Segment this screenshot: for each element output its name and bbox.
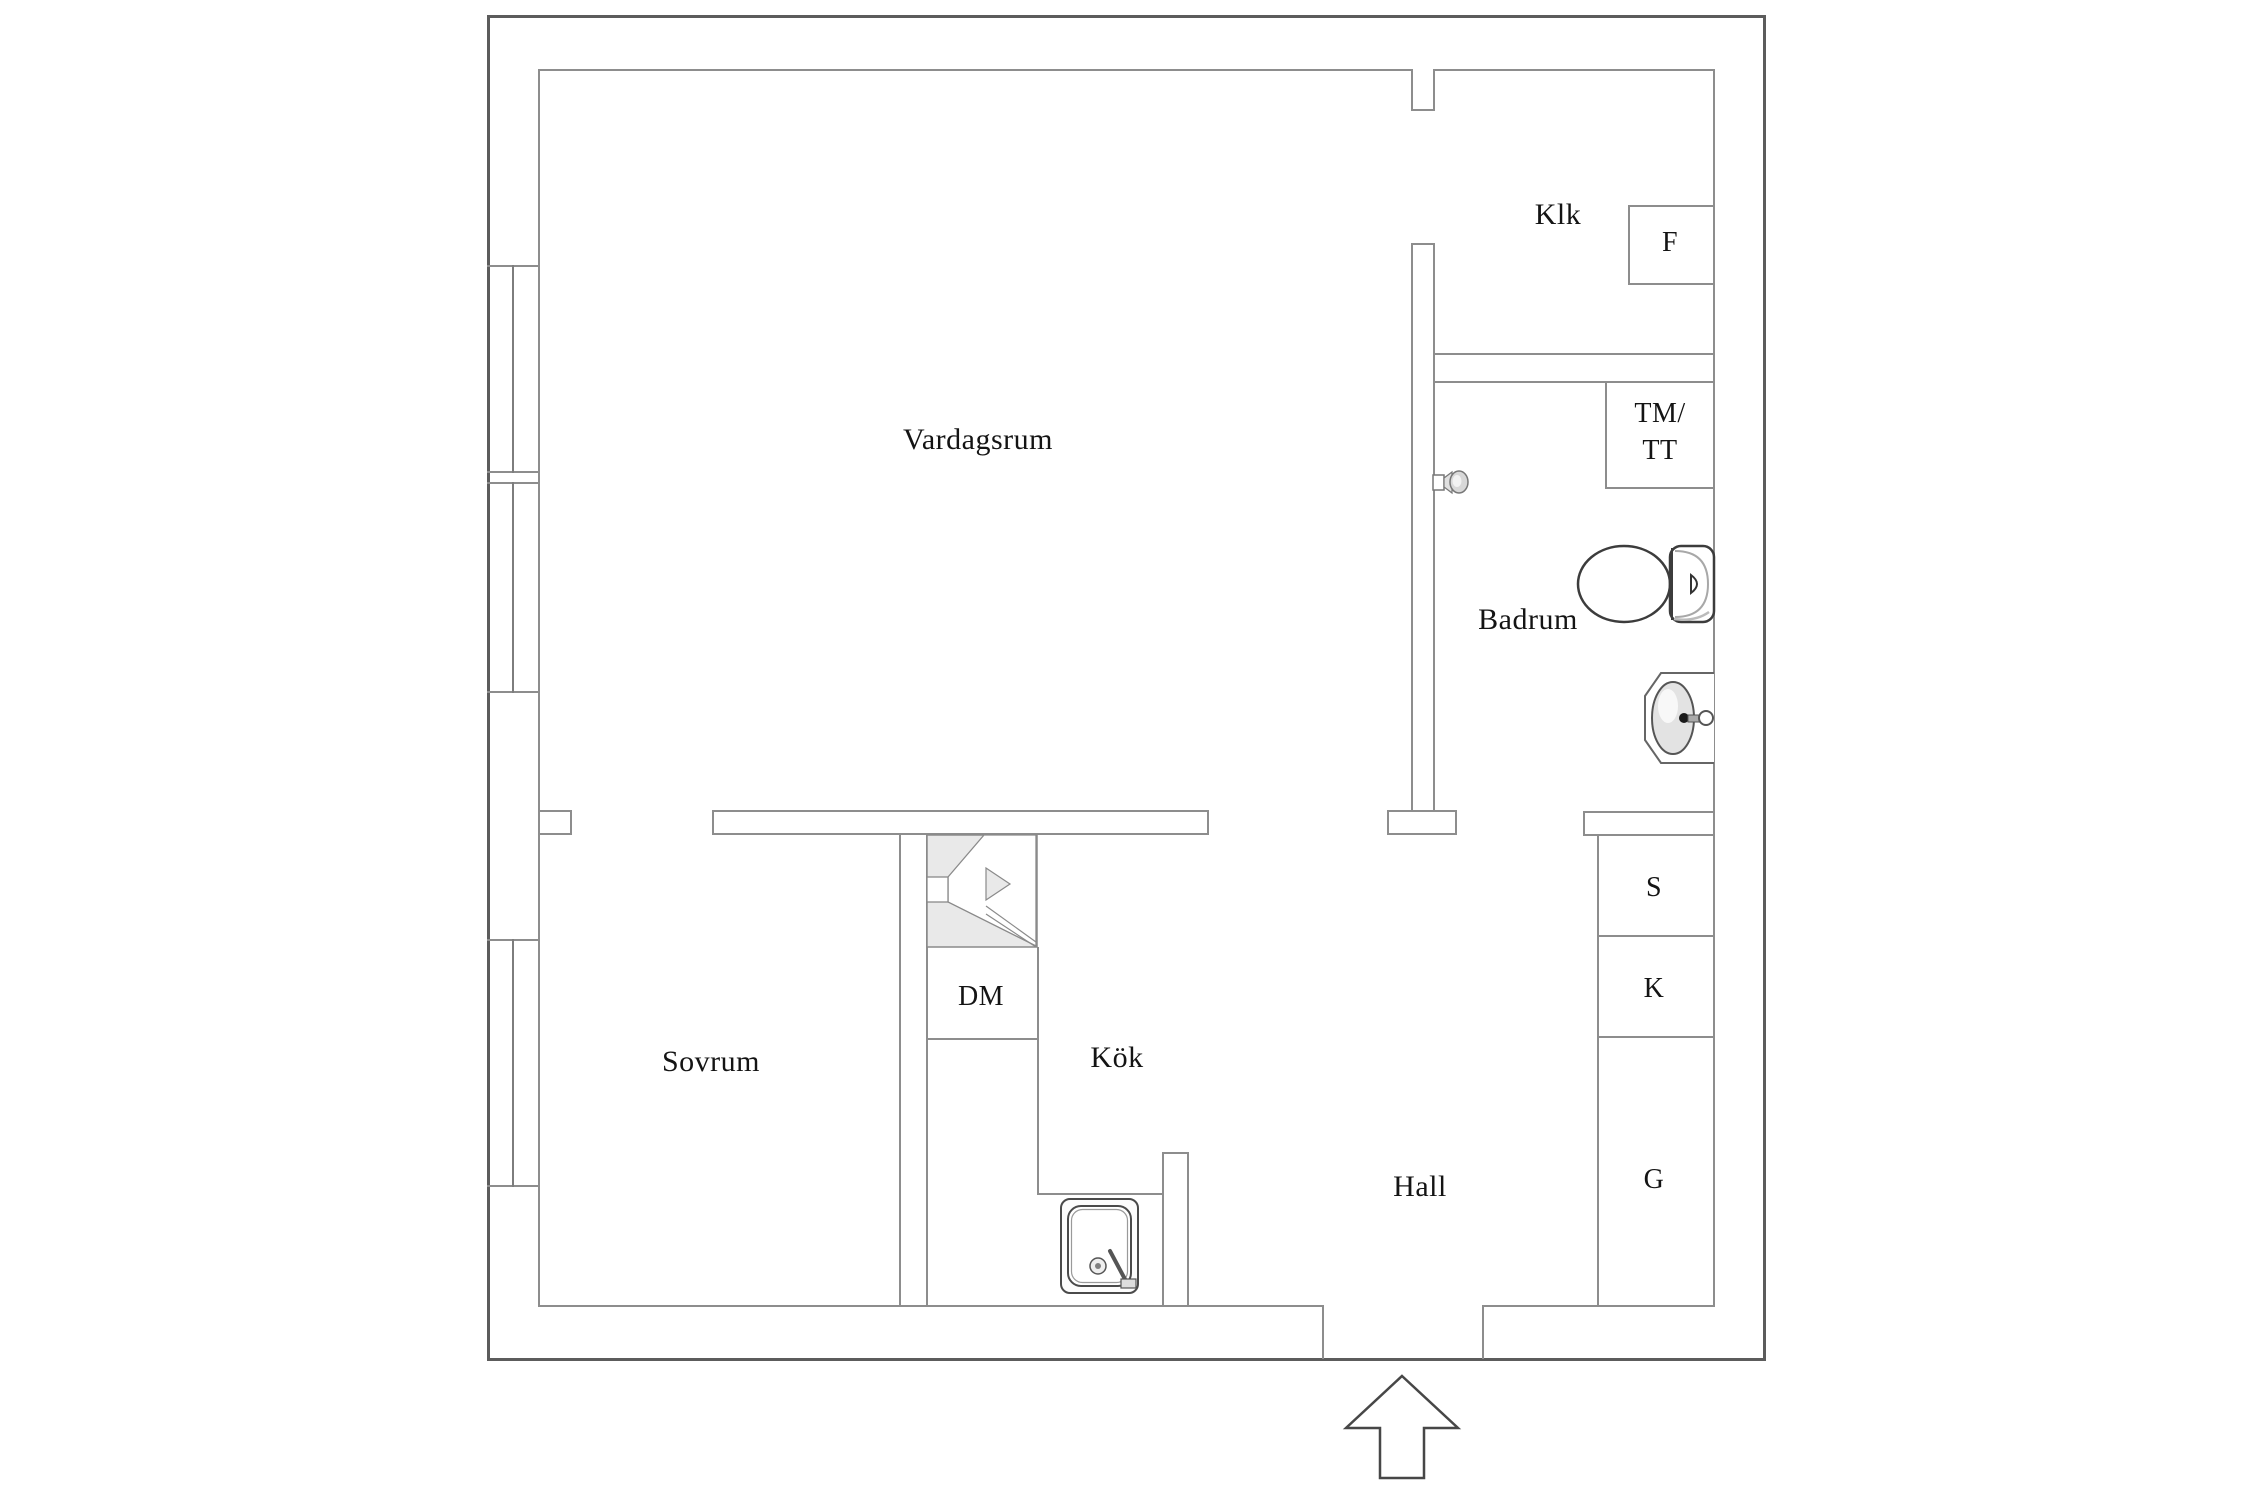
washer-box-left xyxy=(1605,381,1607,489)
washer-dryer-label-line1: TM/ xyxy=(1634,398,1686,429)
wall-inner-bottom-left-segment xyxy=(538,1305,1324,1307)
wall-inner-top-right-segment xyxy=(1433,69,1715,71)
fridge-box-left xyxy=(1628,205,1630,285)
fridge-box-bottom xyxy=(1628,283,1715,285)
washer-dryer-label-line2: TT xyxy=(1642,435,1678,466)
cabinet-divider-k-g xyxy=(1597,1036,1715,1038)
washer-box-bottom xyxy=(1605,487,1715,489)
wall-inner-top-left-segment xyxy=(539,69,1413,71)
sovrum-door-stub-cap xyxy=(570,810,572,835)
room-label-badrum: Badrum xyxy=(1478,603,1578,636)
corridor-wall-stub-left xyxy=(1411,69,1413,111)
klk-bottom-wall-upper xyxy=(1433,353,1715,355)
cabinet-label-k: K xyxy=(1643,973,1665,1004)
south-wall-bottom xyxy=(712,833,1209,835)
sovrum-kok-wall-left xyxy=(899,833,901,1307)
room-label-hall: Hall xyxy=(1393,1170,1447,1203)
corridor-wall-foot-top xyxy=(1387,810,1457,812)
bathroom-sink-icon xyxy=(1644,672,1714,764)
window-glazing-upper xyxy=(512,265,514,473)
wall-inner-left xyxy=(538,69,540,1307)
sovrum-kok-wall-right xyxy=(926,833,928,1307)
room-label-klk: Klk xyxy=(1534,198,1582,231)
corridor-wall-left xyxy=(1411,243,1413,812)
sovrum-door-stub-top xyxy=(539,810,572,812)
stove-icon xyxy=(926,834,1038,948)
toilet-icon xyxy=(1576,544,1716,624)
kitchen-counter-front xyxy=(1037,1193,1164,1195)
sovrum-door-stub-bottom xyxy=(539,833,572,835)
corridor-wall-foot-bottom xyxy=(1387,833,1457,835)
entrance-recess-left xyxy=(1322,1305,1324,1359)
wall-outer-right xyxy=(1763,15,1766,1361)
kitchen-sink-icon xyxy=(1060,1198,1139,1294)
dishwasher-label: DM xyxy=(957,981,1005,1012)
corridor-wall-foot-right xyxy=(1455,810,1457,835)
washer-dryer-label: TM/ TT xyxy=(1634,395,1685,469)
room-label-vardagsrum: Vardagsrum xyxy=(903,423,1053,456)
window-glazing-lower xyxy=(512,939,514,1187)
room-label-kok: Kök xyxy=(1090,1041,1144,1074)
badrum-bottom-wall-upper xyxy=(1583,811,1715,813)
wall-outer-top xyxy=(487,15,1766,18)
south-wall-top xyxy=(712,810,1209,812)
room-label-sovrum: Sovrum xyxy=(661,1045,761,1078)
kok-hall-stub-top xyxy=(1162,1152,1189,1154)
corridor-wall-right xyxy=(1433,243,1435,812)
cabinet-divider-s-k xyxy=(1597,935,1715,937)
wall-outer-left xyxy=(487,15,490,1361)
badrum-bottom-wall-lower xyxy=(1583,834,1715,836)
cabinet-column-left xyxy=(1597,834,1599,1307)
door-handle-icon xyxy=(1432,470,1469,495)
corridor-wall-stub-right xyxy=(1433,69,1435,111)
dishwasher-box-bottom xyxy=(926,1038,1039,1040)
badrum-bottom-wall-cap xyxy=(1583,811,1585,836)
wall-outer-bottom xyxy=(487,1358,1766,1361)
kok-hall-stub-right xyxy=(1187,1152,1189,1307)
south-wall-cap-left xyxy=(712,810,714,835)
kok-hall-stub-left xyxy=(1162,1152,1164,1307)
corridor-wall-foot-left xyxy=(1387,810,1389,835)
cabinet-label-s: S xyxy=(1645,872,1663,903)
entrance-recess-right xyxy=(1482,1305,1484,1359)
klk-bottom-wall-lower xyxy=(1433,381,1715,383)
corridor-wall-stub-cap xyxy=(1411,109,1435,111)
window-glazing-middle xyxy=(512,482,514,693)
corridor-wall-top-cap xyxy=(1411,243,1435,245)
fridge-box-top xyxy=(1628,205,1715,207)
south-wall-cap-right xyxy=(1207,810,1209,835)
klk-bottom-wall-cap xyxy=(1433,353,1435,383)
kitchen-counter-right-edge xyxy=(1037,947,1039,1194)
cabinet-label-g: G xyxy=(1643,1164,1665,1195)
entrance-arrow-icon xyxy=(1342,1374,1462,1480)
fridge-label: F xyxy=(1661,227,1679,258)
